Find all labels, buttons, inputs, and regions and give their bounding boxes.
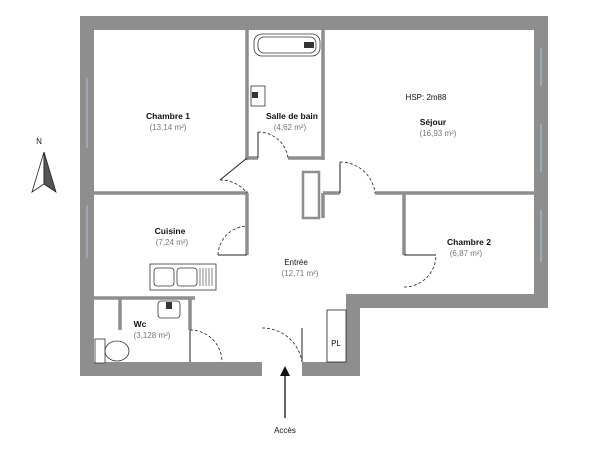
north-arrow: N [31, 137, 57, 193]
label-sejour: Séjour [420, 117, 447, 127]
windows [86, 48, 548, 282]
door-ch2-arc [403, 254, 437, 288]
door-sejour-arc [339, 161, 376, 194]
washbasin-tap [252, 92, 258, 98]
access-arrow: Accès [274, 366, 296, 435]
north-arrow-right [43, 151, 57, 193]
doors [189, 131, 437, 363]
bath-tap [304, 42, 314, 48]
pillar-right-2 [535, 172, 548, 194]
area-entree: (12,71 m²) [282, 269, 319, 278]
area-chambre1: (13,14 m²) [150, 123, 187, 132]
interior-walls [94, 30, 534, 363]
area-cuisine: (7,24 m²) [156, 238, 189, 247]
wall-step [346, 294, 360, 376]
door-wc-arc [189, 329, 223, 363]
door-ch1-arc [219, 179, 248, 194]
fixtures [94, 33, 321, 364]
label-placard: PL [331, 339, 341, 348]
wall-top [80, 16, 548, 30]
wall-bottom-left [80, 362, 262, 376]
wc-washbasin-tap [166, 302, 172, 309]
door-entree-arc [261, 327, 303, 363]
wc-washbasin [157, 300, 181, 319]
room-labels: Chambre 1 (13,14 m²) Salle de bain (4,62… [134, 93, 492, 348]
outer-walls [80, 16, 548, 376]
toilet-bowl [104, 340, 130, 362]
ceiling-height-note: HSP: 2m88 [406, 93, 447, 102]
north-label: N [36, 137, 42, 146]
wall-bottom-right [346, 294, 548, 308]
door-cuisine-arc [217, 225, 248, 256]
area-wc: (3,128 m²) [134, 331, 171, 340]
wall-bottom-mid [302, 362, 360, 376]
sink-2 [176, 267, 198, 287]
toilet-tank [94, 338, 106, 364]
area-chambre2: (6,87 m²) [450, 249, 483, 258]
label-wc: Wc [134, 319, 147, 329]
area-sejour: (16,93 m²) [420, 129, 457, 138]
door-sdb-arc [257, 131, 289, 159]
gaine-technique [301, 170, 321, 220]
door-ch1 [219, 157, 248, 181]
pillar-right-3 [535, 262, 548, 282]
north-arrow-left [31, 151, 45, 193]
drainboard [199, 268, 213, 286]
sink-1 [153, 267, 175, 287]
access-label: Accès [274, 426, 296, 435]
pillar-right-1 [535, 86, 548, 124]
access-arrow-head [280, 366, 290, 376]
label-entree: Entrée [284, 258, 308, 267]
label-chambre2: Chambre 2 [447, 237, 491, 247]
label-salle-de-bain: Salle de bain [266, 111, 318, 121]
area-salle-de-bain: (4,62 m²) [274, 123, 307, 132]
label-cuisine: Cuisine [155, 226, 186, 236]
wall-left [80, 16, 94, 376]
label-chambre1: Chambre 1 [146, 111, 190, 121]
bathtub-inner [257, 36, 317, 54]
placard [326, 309, 347, 363]
